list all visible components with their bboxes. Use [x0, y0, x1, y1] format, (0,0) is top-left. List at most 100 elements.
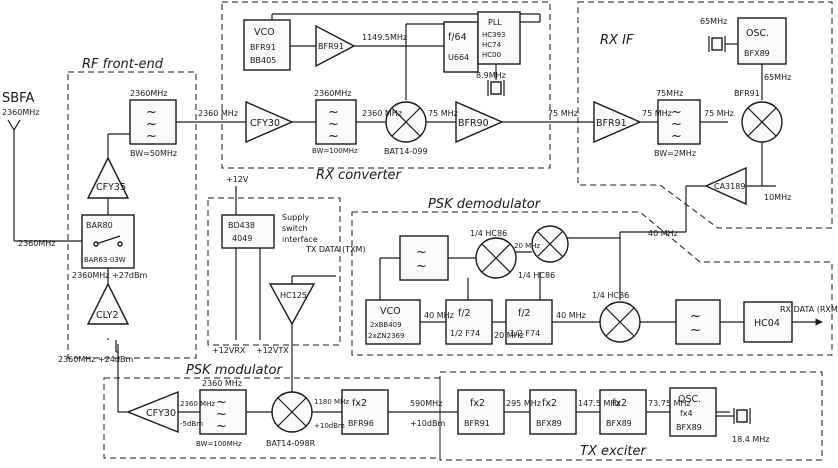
amp-bfr91-rx [315, 24, 356, 68]
svg-text:~: ~ [671, 129, 682, 144]
supply-switch-line2: 4049 [232, 234, 252, 243]
switch-line1: BAR80 [86, 221, 113, 230]
vco-rx-line2: BFR91 [250, 43, 276, 52]
crystal-8mhz-icon [487, 80, 505, 96]
lbl-2360-mhz-a: 2360 MHz [198, 109, 238, 118]
supply-switch-box [221, 214, 275, 249]
lbl-89: 8.9MHz [476, 71, 506, 80]
lbl-2360-cly: 2360MHz +24dBm [58, 355, 133, 364]
tx-x2-2-box [529, 389, 577, 435]
lbl-295: 295 MHz [506, 399, 541, 408]
div2-a-line2: 1/2 F74 [450, 329, 480, 338]
lbl-75-if-bpf: 75MHz [656, 89, 683, 98]
lbl-2360-tx: 2360MHz +27dBm [72, 271, 147, 280]
lbl-40-c: 40 MHz [556, 311, 586, 320]
rx-if-outline [577, 1, 833, 229]
supply-note-2: switch [282, 224, 308, 233]
lbl-75-link: 75 MHz [548, 109, 578, 118]
tx-x2-3-line1: fx2 [612, 398, 627, 409]
svg-text:~: ~ [146, 105, 157, 120]
lbl-bw100-rx: BW=100MHz [312, 147, 358, 155]
lowpass-filter-demod-b: ~~ [675, 299, 721, 345]
lbl-75-if-a: 75 MHz [642, 109, 672, 118]
amp-ca3189-label: CA3189 [714, 182, 745, 191]
div64-box [443, 21, 479, 73]
bandpass-filter-if: ~~~ [657, 99, 701, 145]
lbl-bw50: BW=50MHz [130, 149, 177, 158]
lbl-1180: 1180 MHz [314, 398, 349, 406]
fx2-mod-line1: fx2 [352, 398, 367, 409]
fx2-mod-line2: BFR96 [348, 419, 374, 428]
rx-converter-outline [221, 1, 551, 169]
pll-box [477, 11, 521, 65]
div2-a-line1: f/2 [458, 308, 471, 319]
psk-modulator-title: PSK modulator [186, 363, 283, 378]
pll-line3: HC74 [482, 41, 502, 49]
div2-a-box [445, 299, 493, 345]
lbl-bat-tx: BAT14-098R [266, 439, 316, 448]
supply-switch-line1: BD438 [228, 221, 255, 230]
svg-text:~: ~ [328, 129, 339, 144]
tx-x2-3-line2: BFX89 [606, 419, 632, 428]
osc-tx-box [669, 387, 717, 437]
lbl-1844: 18.4 MHz [732, 435, 769, 444]
lbl-590: 590MHz [410, 399, 442, 408]
psk-demodulator-title: PSK demodulator [428, 197, 542, 212]
vco-rx-box [243, 19, 291, 71]
osc-if-line1: OSC. [746, 28, 769, 39]
lowpass-filter-demod-a: ~~ [399, 235, 449, 281]
tx-exciter-title: TX exciter [580, 444, 648, 459]
rf-front-end-title: RF front-end [82, 57, 164, 72]
svg-text:~: ~ [146, 129, 157, 144]
vco-rx-line3: BB405 [250, 56, 276, 65]
tx-x2-1-box [457, 389, 505, 435]
bandpass-filter-rx: ~~~ [315, 99, 357, 145]
amp-bfr91-rx-label: BFR91 [318, 42, 344, 51]
div64-line1: f/64 [448, 32, 467, 43]
lbl-rx-data: RX DATA (RXM) [780, 305, 838, 314]
lbl-1149: 1149.5MHz [362, 33, 407, 42]
hc04-box [743, 301, 793, 343]
vco-psk-line2: 2xBB409 [370, 321, 402, 329]
switch-line2: BAR63-03W [84, 256, 126, 264]
amp-cfy30-rx [245, 100, 294, 144]
switch-contact-icon [93, 235, 123, 247]
crystal-65mhz-icon [708, 36, 738, 52]
bandpass-filter-tx: ~~~ [199, 389, 247, 435]
amp-cfy30-tx-label: CFY30 [146, 408, 176, 419]
pll-line1: PLL [488, 18, 502, 27]
div64-line2: U664 [448, 53, 469, 62]
switch-box [81, 214, 135, 269]
lbl-2360-cfy-in: 2360 MHz [180, 400, 215, 408]
amp-cfy30-rx-label: CFY30 [250, 118, 280, 129]
mixer-if [741, 101, 783, 143]
amp-bfr90 [455, 100, 504, 144]
supply-note-3: interface [282, 235, 318, 244]
lbl-40-in: 40 MHz [648, 229, 678, 238]
lbl-bfr91-if2: BFR91 [734, 89, 760, 98]
lbl-75-if-mix: 75 MHz [704, 109, 734, 118]
supply-note-1: Supply [282, 213, 310, 222]
lbl-2360-sw: 2360MHz [18, 239, 55, 248]
lbl-65-osc: 65MHz [700, 17, 727, 26]
mixer-demod-b [531, 225, 569, 263]
lbl-bat-rx: BAT14-099 [384, 147, 428, 156]
pll-line2: HC393 [482, 31, 506, 39]
psk-demodulator-outline [351, 211, 833, 356]
lbl-2360-mod: 2360 MHz [202, 379, 242, 388]
antenna-freq: 2360MHz [2, 108, 39, 117]
lbl-1180-dbm: +10dBm [314, 422, 345, 430]
svg-text:~: ~ [146, 117, 157, 132]
div2-b-box [505, 299, 553, 345]
hc04-label: HC04 [754, 318, 780, 329]
lbl-hc86-c: 1/4 HC86 [592, 291, 629, 300]
div2-b-line1: f/2 [518, 308, 531, 319]
vco-psk-box [365, 299, 421, 345]
lbl-hc86-b: 1/4 HC86 [518, 271, 555, 280]
osc-if-box [737, 17, 787, 65]
antenna-label: SBFA [2, 91, 34, 106]
mixer-tx [271, 391, 313, 433]
lbl-40-vco: 40 MHz [424, 311, 454, 320]
tx-x2-2-line2: BFX89 [536, 419, 562, 428]
